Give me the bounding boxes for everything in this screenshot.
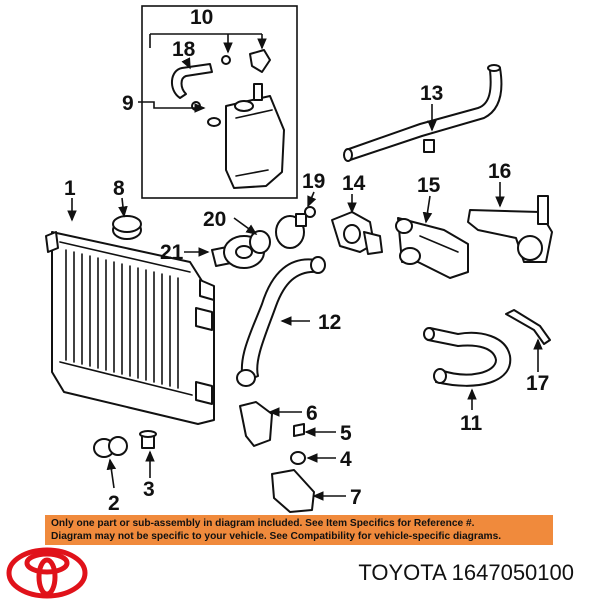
- parts-diagram: 1 2 3 4 5 6 7 8 9 10 11 12 13 14 15 16 1…: [45, 5, 553, 515]
- callout-12: 12: [318, 311, 341, 334]
- callout-labels: 1 2 3 4 5 6 7 8 9 10 11 12 13 14 15 16 1…: [64, 6, 549, 515]
- callout-17: 17: [526, 372, 549, 395]
- pipe-assembly-part: [467, 195, 553, 263]
- compatibility-notice: Only one part or sub-assembly in diagram…: [45, 515, 553, 545]
- radiator-cap-part: [112, 215, 142, 240]
- radiator-part: [45, 231, 215, 425]
- callout-16: 16: [488, 160, 511, 183]
- callout-7: 7: [350, 486, 362, 509]
- drain-plug-part: [139, 430, 157, 449]
- callout-10: 10: [190, 6, 213, 29]
- thermostat-part: [275, 206, 316, 249]
- callout-19: 19: [302, 170, 325, 193]
- callout-6: 6: [306, 402, 318, 425]
- callout-8: 8: [113, 177, 125, 200]
- callout-9: 9: [122, 92, 134, 115]
- notice-line-1: Only one part or sub-assembly in diagram…: [51, 518, 475, 529]
- callout-1: 1: [64, 177, 76, 200]
- callout-21: 21: [160, 241, 184, 264]
- callout-4: 4: [340, 448, 352, 471]
- callout-3: 3: [143, 478, 155, 501]
- callout-11: 11: [460, 412, 483, 435]
- part-number-caption: TOYOTA 1647050100: [358, 560, 574, 585]
- overflow-hose-part: [171, 49, 271, 111]
- clamp-part: [93, 436, 128, 458]
- leader-lines: [67, 33, 543, 501]
- callout-14: 14: [342, 172, 366, 195]
- water-outlet-part: [211, 230, 271, 269]
- notice-line-2: Diagram may not be specific to your vehi…: [51, 531, 502, 542]
- bypass-pipe-part: [343, 64, 503, 162]
- lower-bracket-part: [271, 469, 315, 513]
- small-hose-part: [505, 309, 551, 345]
- callout-20: 20: [203, 208, 226, 231]
- reservoir-tank-part: [207, 83, 285, 189]
- toyota-logo-icon: [6, 547, 88, 599]
- callout-15: 15: [417, 174, 441, 197]
- callout-5: 5: [340, 422, 352, 445]
- lower-hose-part: [423, 327, 512, 387]
- callout-2: 2: [108, 492, 120, 515]
- bracket-part: [239, 401, 306, 465]
- upper-hose-part: [236, 256, 326, 387]
- water-inlet-part: [331, 211, 383, 255]
- callout-18: 18: [172, 38, 196, 61]
- callout-13: 13: [420, 82, 443, 105]
- water-housing-part: [395, 217, 469, 279]
